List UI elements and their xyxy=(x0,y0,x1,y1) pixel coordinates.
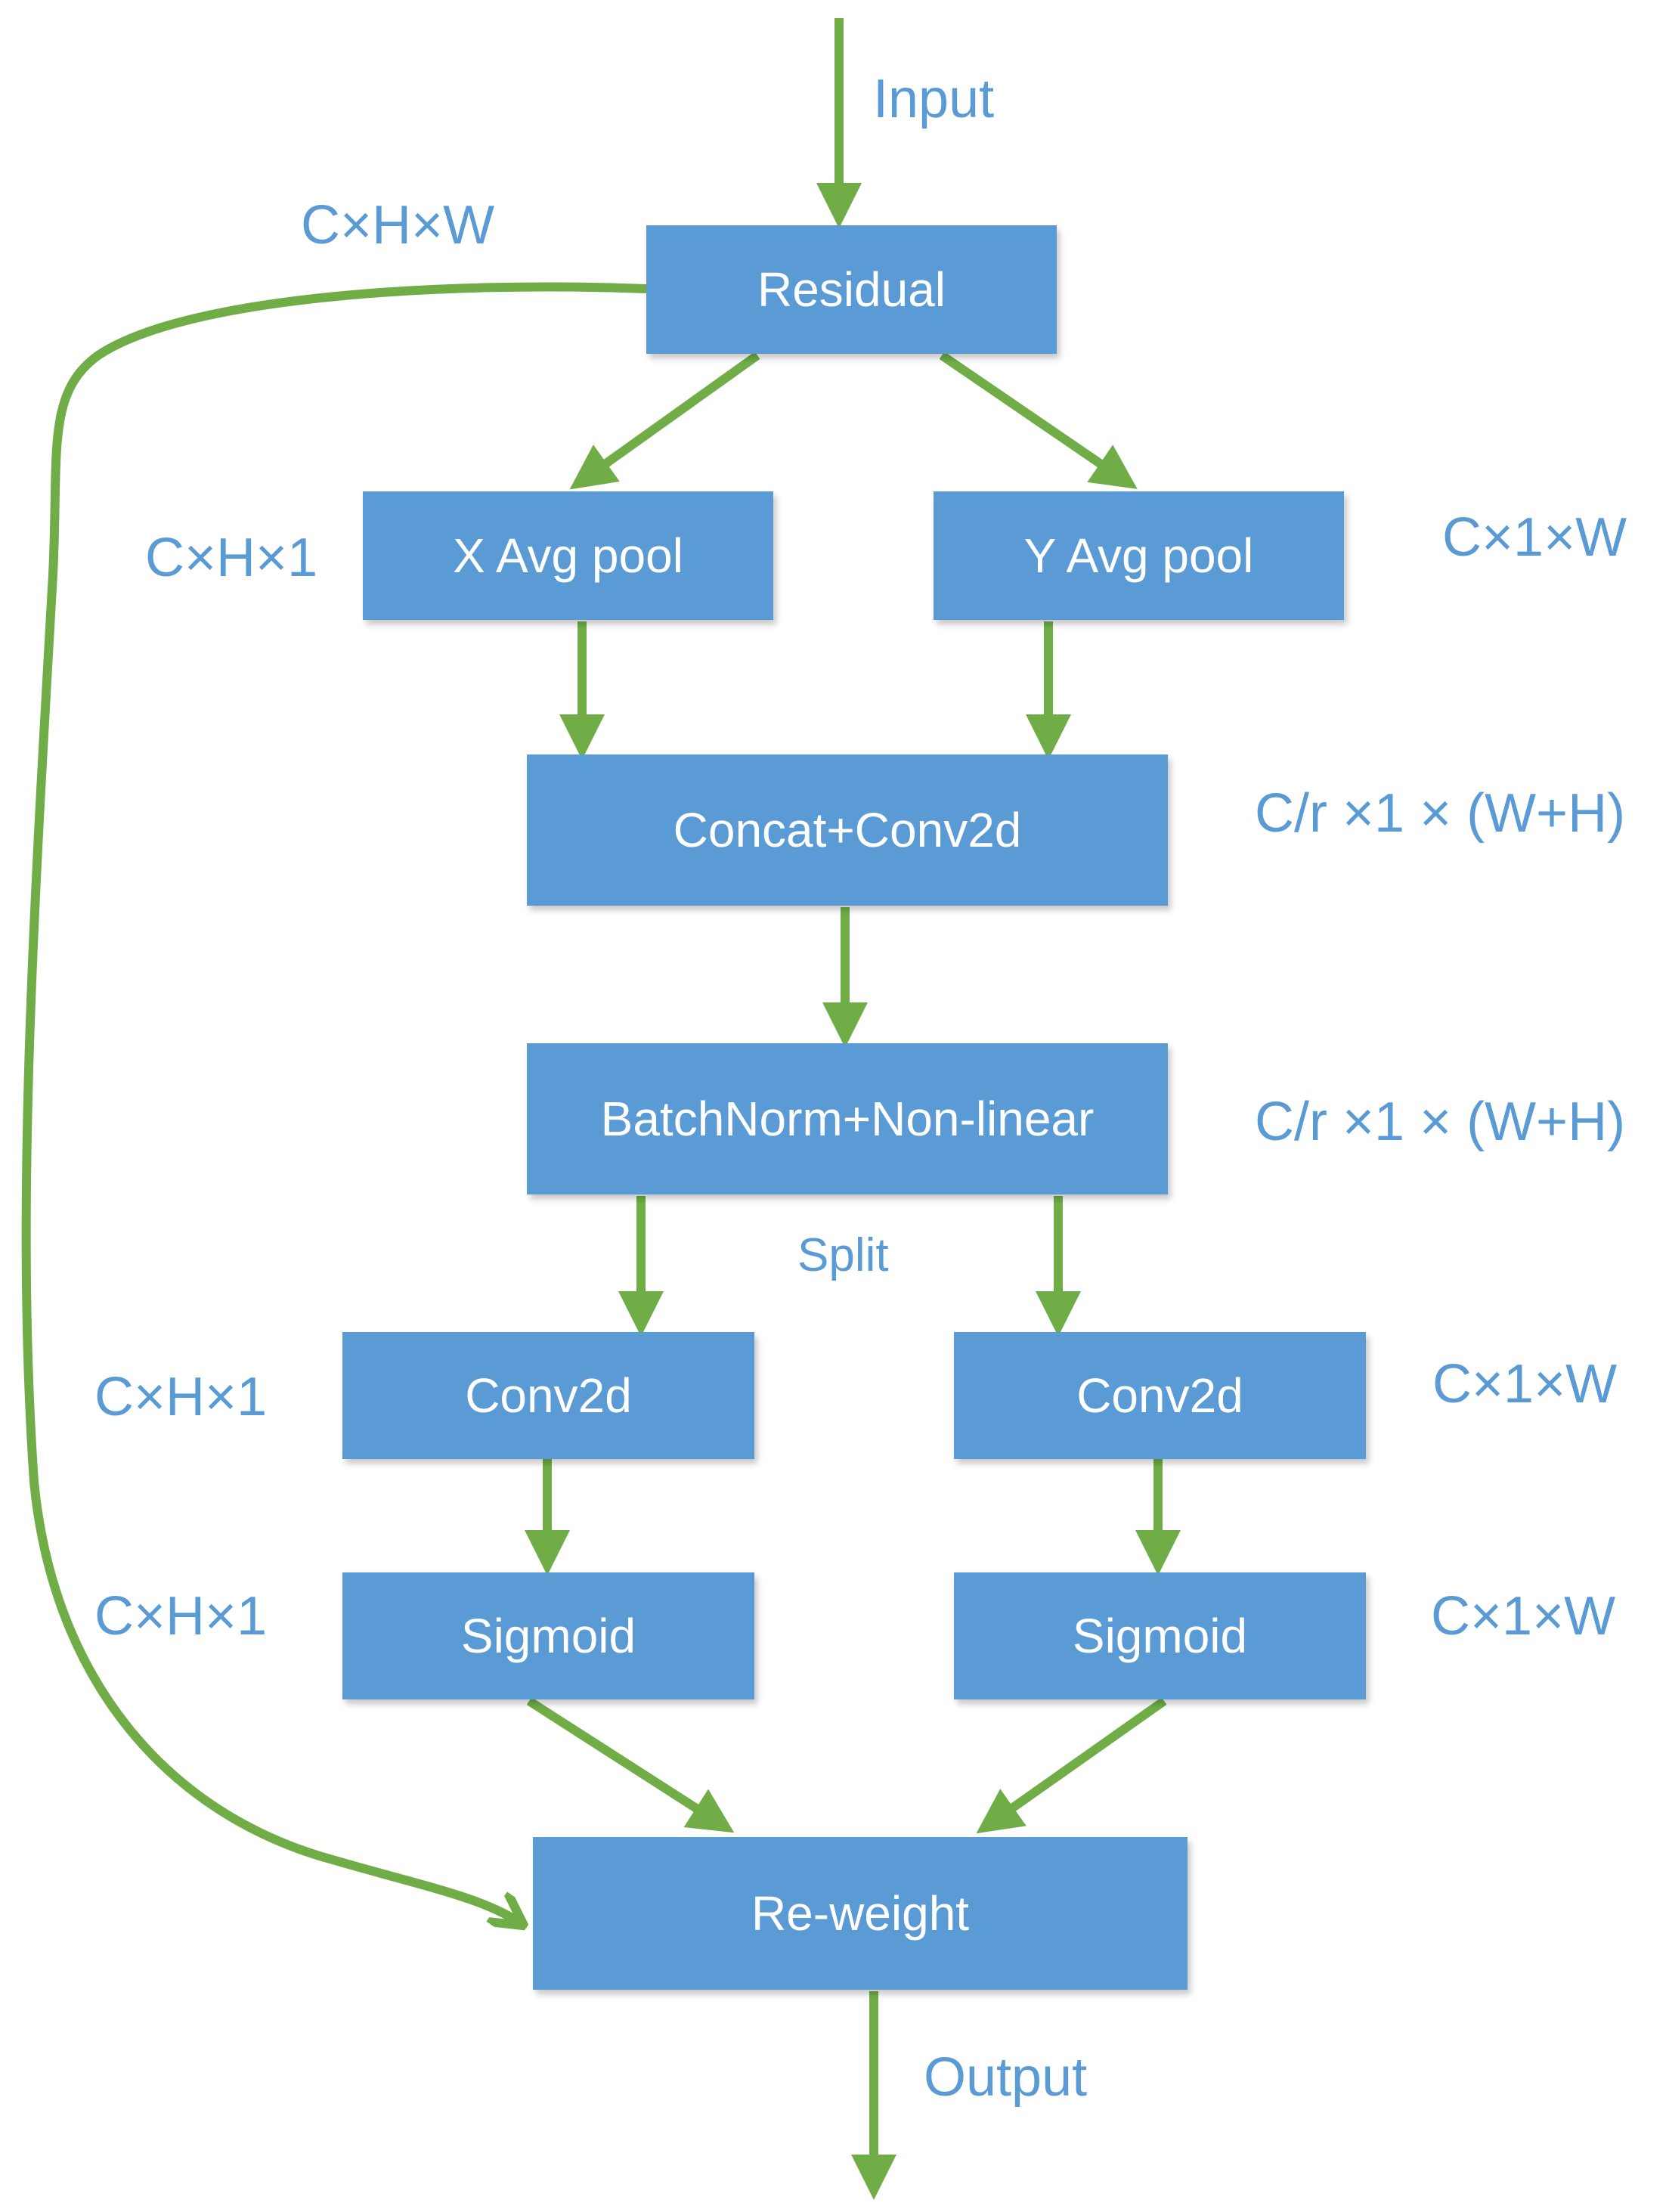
residual-dim-label: C×H×W xyxy=(301,195,495,256)
conv-left-dim-label: C×H×1 xyxy=(94,1367,268,1427)
sigmoid-left-dim-label: C×H×1 xyxy=(94,1586,268,1647)
sigmoid-left-box: Sigmoid xyxy=(342,1572,754,1699)
arrow-residual-to-y-pool xyxy=(939,352,1138,489)
sigmoid-right-box: Sigmoid xyxy=(954,1572,1366,1699)
sigmoid-right-dim-label: C×1×W xyxy=(1431,1586,1616,1647)
arrow-sigmoid-right-to-reweight xyxy=(976,1697,1167,1834)
conv-right-dim-label: C×1×W xyxy=(1432,1354,1618,1414)
sigmoid-left-label: Sigmoid xyxy=(460,1609,636,1663)
y-avg-pool-label: Y Avg pool xyxy=(1023,528,1254,583)
conv2d-right-label: Conv2d xyxy=(1076,1368,1243,1423)
batchnorm-dim-label: C/r ×1 × (W+H) xyxy=(1255,1092,1626,1152)
batchnorm-nonlinear-label: BatchNorm+Non-linear xyxy=(600,1092,1095,1146)
x-pool-dim-label: C×H×1 xyxy=(145,528,318,588)
reweight-label: Re-weight xyxy=(751,1886,970,1941)
conv2d-left-box: Conv2d xyxy=(342,1332,754,1459)
concat-conv2d-box: Concat+Conv2d xyxy=(527,754,1168,906)
output-label: Output xyxy=(924,2047,1088,2108)
x-avg-pool-box: X Avg pool xyxy=(363,491,773,620)
x-avg-pool-label: X Avg pool xyxy=(453,528,683,583)
y-pool-dim-label: C×1×W xyxy=(1442,507,1627,568)
conv2d-left-label: Conv2d xyxy=(465,1368,632,1423)
arrow-sigmoid-left-to-reweight xyxy=(526,1696,735,1833)
sigmoid-right-label: Sigmoid xyxy=(1072,1609,1248,1663)
concat-conv2d-label: Concat+Conv2d xyxy=(673,803,1022,857)
residual-box: Residual xyxy=(646,225,1057,354)
reweight-box: Re-weight xyxy=(533,1837,1187,1990)
y-avg-pool-box: Y Avg pool xyxy=(934,491,1344,620)
concat-dim-label: C/r ×1 × (W+H) xyxy=(1255,783,1626,844)
conv2d-right-box: Conv2d xyxy=(954,1332,1366,1459)
split-label: Split xyxy=(797,1229,889,1281)
arrow-residual-to-x-pool xyxy=(569,352,760,490)
batchnorm-nonlinear-box: BatchNorm+Non-linear xyxy=(527,1043,1168,1194)
input-label: Input xyxy=(873,69,995,129)
residual-label: Residual xyxy=(757,262,946,317)
